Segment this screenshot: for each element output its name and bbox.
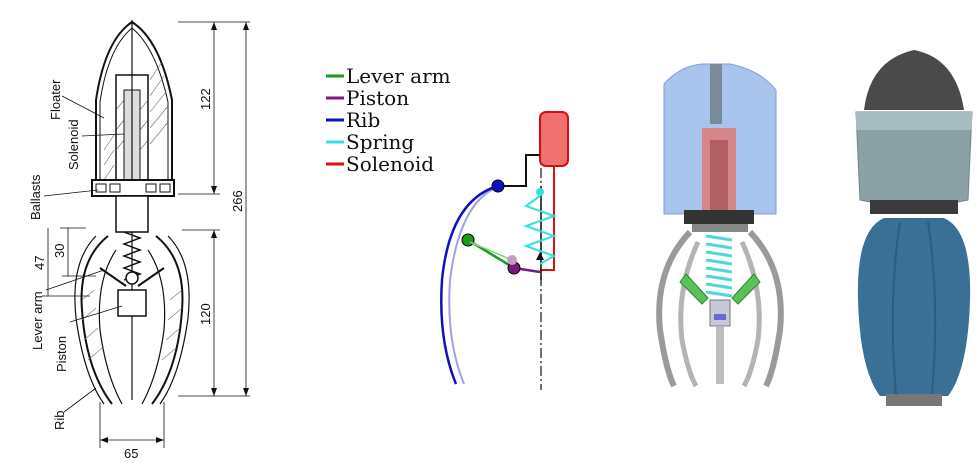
dim-30: 30 [52,244,67,258]
floater-hatch [103,61,169,181]
solenoid-link [540,166,555,271]
render-spring [705,234,733,298]
photo-floater-rim [856,112,972,130]
legend-piston: Piston [346,86,409,110]
lever-joint-rib [461,233,475,247]
rib [440,184,499,385]
lever-arm-left [99,267,127,287]
dim-120: 120 [198,303,213,325]
label-piston: Piston [54,336,69,372]
dim-266: 266 [230,190,245,212]
dimension-lines [42,21,250,448]
neck [115,195,149,233]
legend-solenoid: Solenoid [346,152,434,176]
technical-drawing: 122 266 120 47 30 65 Floater Solenoid Ba… [0,0,290,468]
photo-svg [855,50,973,406]
render-rib-left [656,229,693,388]
render-lever-right [731,273,761,305]
kinematic-schematic: Lever arm Piston Rib Spring Solenoid [300,0,600,468]
piston-block [117,289,147,317]
photo-seam-left [891,221,901,395]
rib-hatch [81,289,183,361]
rib-right-outer2 [159,235,190,405]
render-rib-left-inner [678,240,701,388]
rib-pivot [491,179,505,193]
rib-right-outer [151,235,184,405]
cad-render [640,0,810,468]
lever-arm-right [137,267,165,287]
solenoid-box [539,111,569,167]
label-ballasts: Ballasts [28,174,43,220]
piston-arrow [536,252,544,260]
rib-right-inner [141,249,166,405]
dim-65: 65 [124,446,138,461]
rib-left-outer [80,235,113,405]
ballast-bolts [95,183,171,193]
render-rib-right [747,229,784,388]
solenoid-hatch [115,99,149,151]
prototype-photo [830,0,980,468]
render-piston [709,299,731,327]
spring-joint [536,188,544,196]
photo-gripper [857,218,971,396]
leader-lines [43,95,125,413]
label-lever-arm: Lever arm [30,291,45,350]
legend-rib: Rib [346,108,380,132]
legend: Lever arm Piston Rib Spring Solenoid [326,64,451,176]
legend-spring: Spring [346,130,414,154]
spring-coil [523,195,557,265]
dim-122: 122 [198,88,213,110]
dim-47: 47 [32,256,47,270]
photo-nose [864,50,964,110]
schematic-svg: Lever arm Piston Rib Spring Solenoid [326,64,569,390]
frame [500,154,540,187]
render-shaft [716,326,724,384]
photo-tips [886,394,942,406]
render-solenoid-core [710,140,728,218]
render-piston-mark [714,314,726,320]
label-rib: Rib [52,410,67,430]
dimension-arrows [100,22,249,443]
label-floater: Floater [48,79,63,120]
photo-ballast [870,200,958,214]
render-ballast [684,210,754,224]
rib-left-inner [98,249,123,405]
render-ballast-base [692,224,748,232]
drawing-svg: 122 266 120 47 30 65 Floater Solenoid Ba… [28,20,250,461]
render-lever-left [679,273,709,305]
render-rib-right-inner [739,240,762,388]
legend-lever-arm: Lever arm [346,64,451,88]
rib-faded [448,185,501,385]
piston-joint-faded [507,255,517,265]
joint [125,271,139,285]
render-rod [710,64,722,124]
rib-left-outer2 [74,235,105,405]
label-solenoid: Solenoid [66,119,81,170]
photo-seam-right [927,221,937,395]
render-svg [656,63,784,388]
lever-arm-faded [469,241,513,261]
